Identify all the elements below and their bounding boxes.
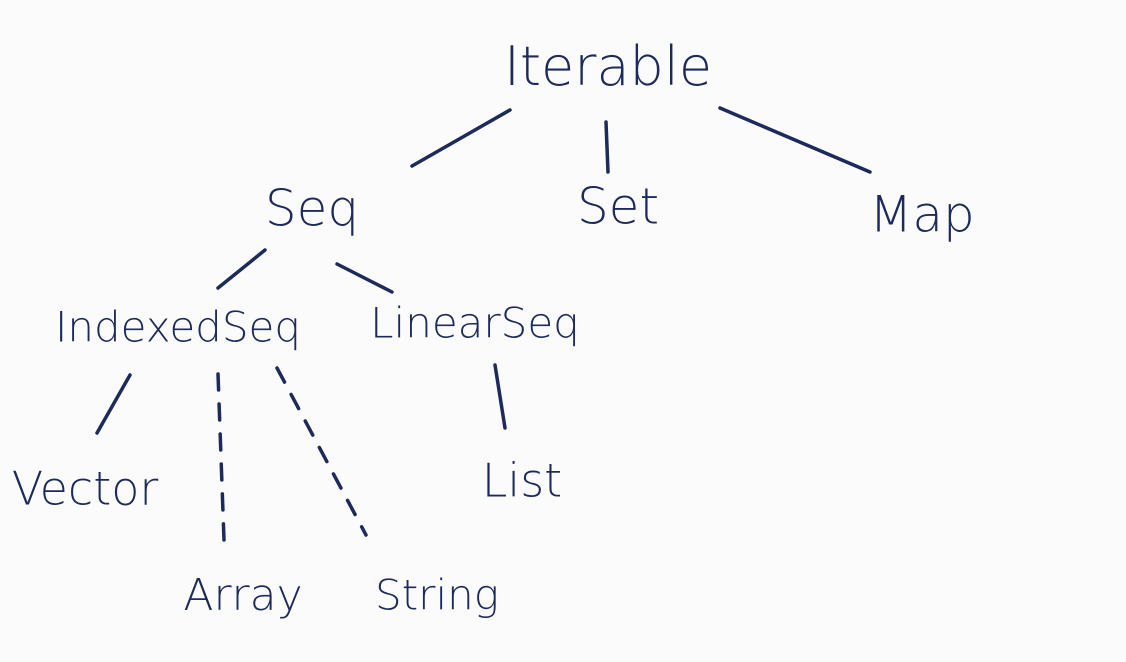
edge-seq-linearseq: [335, 262, 394, 294]
edge-indexedseq-vector: [95, 373, 132, 435]
node-map: Map: [869, 186, 975, 244]
node-array: Array: [183, 570, 302, 621]
node-set: Set: [577, 178, 659, 236]
edge-linearseq-list: [493, 363, 507, 430]
node-iterable: Iterable: [504, 35, 712, 98]
node-indexedseq: IndexedSeq: [55, 303, 301, 352]
edge-iterable-map: [718, 106, 872, 174]
node-vector: Vector: [12, 462, 159, 516]
edge-seq-indexedseq: [216, 248, 267, 290]
edge-indexedseq-string: [275, 366, 368, 537]
node-list: List: [482, 454, 562, 508]
node-seq: Seq: [265, 180, 359, 238]
node-linearseq: LinearSeq: [370, 299, 580, 348]
edge-indexedseq-array: [216, 372, 226, 542]
edge-iterable-set: [604, 120, 610, 174]
edge-iterable-seq: [410, 108, 512, 168]
node-string: String: [375, 571, 499, 620]
